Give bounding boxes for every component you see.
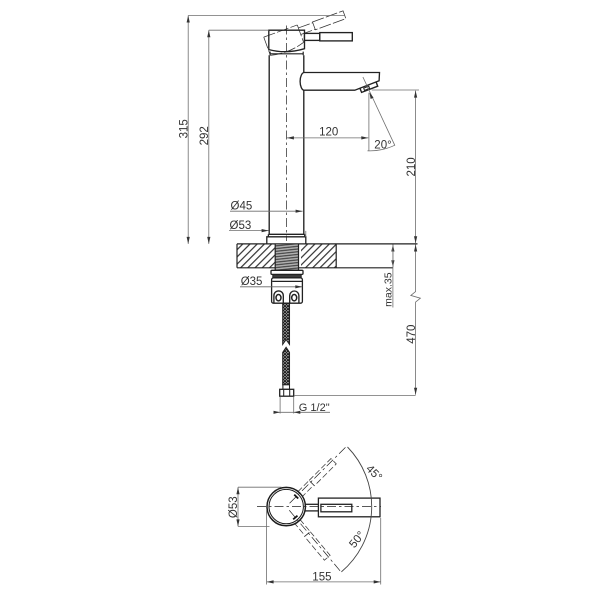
svg-text:155: 155 (312, 571, 331, 583)
svg-text:315: 315 (178, 119, 190, 138)
svg-text:Ø45: Ø45 (231, 200, 253, 212)
svg-text:Ø35: Ø35 (241, 276, 263, 288)
svg-text:20°: 20° (374, 139, 391, 151)
svg-text:50°: 50° (347, 529, 367, 550)
svg-text:max.35: max.35 (383, 272, 395, 307)
svg-text:Ø53: Ø53 (228, 496, 240, 518)
svg-text:470: 470 (406, 325, 418, 344)
svg-text:Ø53: Ø53 (230, 220, 252, 232)
svg-text:45°: 45° (363, 463, 384, 484)
svg-text:120: 120 (319, 127, 338, 139)
svg-text:G 1/2": G 1/2" (299, 402, 330, 414)
svg-text:210: 210 (406, 157, 418, 176)
svg-text:292: 292 (199, 126, 211, 145)
